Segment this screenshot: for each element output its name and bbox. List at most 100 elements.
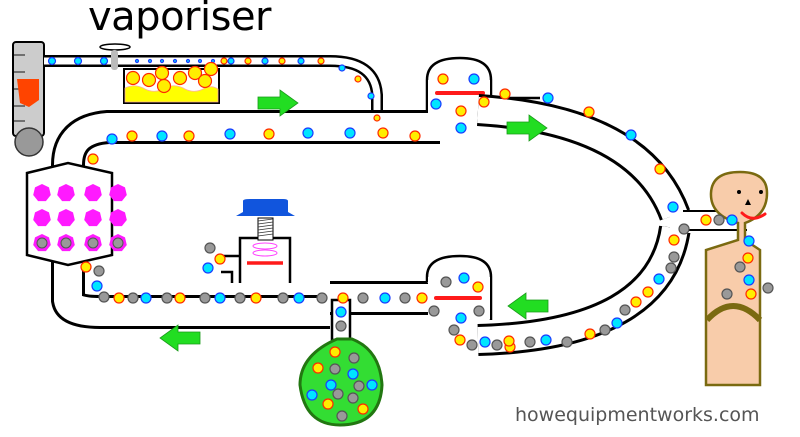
oxygen-particle — [99, 56, 109, 66]
oxygen-particle — [455, 312, 467, 324]
co2-particle — [428, 305, 440, 317]
co2-particle — [93, 265, 105, 277]
co2-particle — [204, 242, 216, 254]
flowmeter — [12, 41, 45, 157]
co2-particle — [734, 261, 746, 273]
anaesthetic-particle — [455, 105, 467, 117]
oxygen-particle — [106, 133, 118, 145]
website-credit: howequipmentworks.com — [515, 404, 760, 426]
co2-particle — [665, 262, 677, 274]
oxygen-particle — [261, 57, 269, 65]
patient-diaphragm — [704, 303, 763, 323]
co2-particle — [332, 388, 344, 400]
soda-lime-granule — [84, 209, 102, 227]
anaesthetic-particle — [250, 292, 262, 304]
oxygen-particle — [743, 235, 755, 247]
anaesthetic-particle — [700, 214, 712, 226]
anaesthetic-particle — [409, 130, 421, 142]
co2-particle — [713, 214, 725, 226]
oxygen-particle — [540, 334, 552, 346]
co2-particle — [127, 292, 139, 304]
vaporiser-dial[interactable] — [99, 43, 131, 51]
apl-valve — [221, 199, 295, 283]
absorbed-co2 — [112, 237, 124, 249]
oxygen-particle — [185, 58, 191, 64]
co2-particle — [335, 320, 347, 332]
vaporiser-stem — [111, 50, 118, 70]
co2-particle — [678, 223, 690, 235]
patient-body — [704, 170, 769, 387]
apl-spring-icon — [252, 242, 278, 257]
arrow-expiratory-icon — [507, 292, 549, 320]
oxygen-particle — [325, 379, 337, 391]
co2-particle — [762, 282, 774, 294]
oxygen-particle — [293, 292, 305, 304]
anaesthetic-particle — [454, 334, 466, 346]
co2-particle — [491, 339, 503, 351]
anaesthetic-particle — [187, 65, 203, 81]
oxygen-particle — [202, 262, 214, 274]
co2-particle — [234, 292, 246, 304]
co2-particle — [440, 276, 452, 288]
oxygen-particle — [366, 379, 378, 391]
oxygen-particle — [430, 98, 442, 110]
co2-particle — [524, 336, 536, 348]
anaesthetic-particle — [154, 65, 170, 81]
anaesthetic-particle — [214, 253, 226, 265]
flowmeter-knob[interactable] — [14, 127, 44, 157]
absorbed-co2 — [60, 237, 72, 249]
co2-particle — [448, 324, 460, 336]
oxygen-particle — [458, 272, 470, 284]
anaesthetic-particle — [156, 78, 172, 94]
oxygen-particle — [172, 58, 178, 64]
anaesthetic-particle — [197, 73, 213, 89]
oxygen-particle — [455, 122, 467, 134]
patient-eye-left — [737, 190, 741, 194]
oxygen-particle — [479, 336, 491, 348]
anaesthetic-particle — [203, 61, 219, 77]
apl-valve-cap[interactable] — [236, 199, 295, 216]
oxygen-particle — [297, 57, 305, 65]
anaesthetic-particle — [499, 88, 511, 100]
anaesthetic-particle — [172, 70, 188, 86]
anaesthetic-particle — [174, 292, 186, 304]
oxygen-particle — [302, 127, 314, 139]
co2-particle — [466, 339, 478, 351]
fresh-gas-line — [44, 55, 383, 125]
oxygen-particle — [147, 58, 153, 64]
flowmeter-bobbin — [17, 79, 39, 107]
anaesthetic-particle — [312, 362, 324, 374]
anaesthetic-particle — [377, 127, 389, 139]
oxygen-particle — [224, 128, 236, 140]
gas-particles — [47, 56, 774, 422]
oxygen-particle — [91, 280, 103, 292]
oxygen-particle — [379, 292, 391, 304]
oxygen-particle — [653, 273, 665, 285]
anaesthetic-particle — [742, 252, 754, 264]
arrow-vaporiser-icon — [257, 89, 299, 117]
oxygen-particle — [156, 130, 168, 142]
anaesthetic-particle — [263, 128, 275, 140]
oxygen-particle — [611, 317, 623, 329]
anaesthetic-particle — [630, 296, 642, 308]
anaesthetic-particle — [416, 292, 428, 304]
oxygen-particle — [227, 57, 235, 65]
anaesthetic-particle — [373, 114, 381, 122]
reservoir-bag-body[interactable] — [298, 337, 384, 427]
soda-lime-canister — [25, 161, 127, 267]
soda-lime-granule — [109, 209, 127, 227]
oxygen-particle — [667, 201, 679, 213]
co2-particle — [473, 305, 485, 317]
oxygen-particle — [214, 292, 226, 304]
anaesthetic-particle — [357, 403, 369, 415]
anaesthetic-particle — [584, 328, 596, 340]
co2-particle — [316, 292, 328, 304]
oxygen-particle — [468, 73, 480, 85]
anaesthetic-particle — [126, 130, 138, 142]
anaesthetic-particle — [125, 70, 141, 86]
anaesthetic-particle — [87, 153, 99, 165]
anaesthetic-particle — [183, 130, 195, 142]
anaesthetic-particle — [113, 292, 125, 304]
co2-particle — [619, 304, 631, 316]
